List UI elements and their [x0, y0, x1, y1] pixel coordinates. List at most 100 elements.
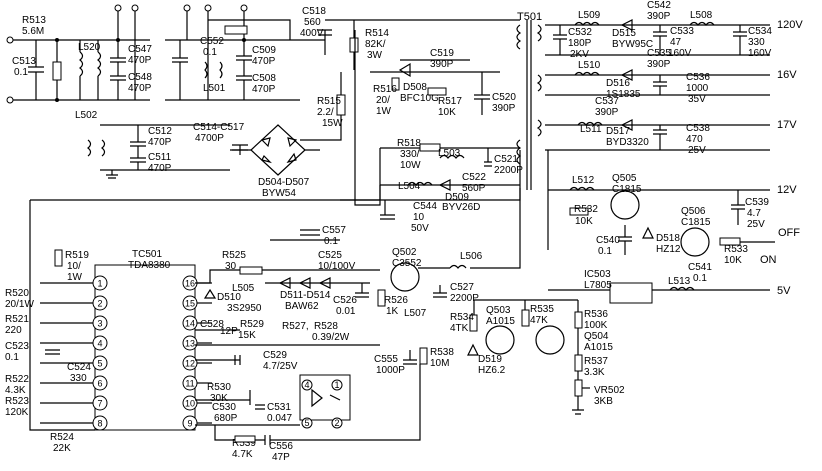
- label-c512: C512: [148, 126, 172, 137]
- label-c542: C542: [647, 0, 671, 11]
- power-r514: 3W: [367, 50, 383, 61]
- value-ic501: TDA8380: [128, 260, 171, 271]
- label-d515: D515: [612, 28, 636, 39]
- bridge-rectifier: [250, 124, 306, 176]
- opto-pin-2-number: 2: [334, 418, 339, 428]
- value-r530: 30K: [210, 393, 228, 404]
- label-c520: C520: [492, 92, 516, 103]
- power-r519: 1W: [67, 272, 83, 283]
- ic-pin-6-number: 6: [97, 379, 102, 389]
- label-c552: C552: [200, 36, 224, 47]
- terminal: [114, 4, 122, 12]
- label-l501: L501: [203, 83, 226, 94]
- value-c520: 390P: [492, 103, 516, 114]
- value-d518: HZ12: [656, 244, 681, 255]
- label-r539: R539: [232, 438, 256, 449]
- label-r520: R520: [5, 288, 29, 299]
- value-d510: 3S2950: [227, 303, 262, 314]
- label-r518: R518: [397, 138, 421, 149]
- ic-pin-15: [182, 295, 198, 311]
- value-c557: 0.1: [324, 236, 338, 247]
- label-d508: D508: [403, 82, 427, 93]
- value-r532: 10K: [575, 216, 593, 227]
- mains-terminal: [6, 36, 14, 44]
- capacitor-box: [224, 25, 248, 35]
- regulator-12v: L512 Q505 C1815 R532 10K C539 4.7 25V 12…: [547, 150, 800, 284]
- label-r534: R534: [450, 312, 474, 323]
- label-r516: R516: [373, 84, 397, 95]
- label-ic503: IC503: [584, 269, 611, 280]
- label-c530: C530: [212, 402, 236, 413]
- potentiometer-vr502: [574, 379, 583, 397]
- value-d509: BYV26D: [442, 202, 480, 213]
- label-r533: R533: [724, 244, 748, 255]
- value-c534: 330: [748, 37, 765, 48]
- ic-tc501-body: [94, 264, 196, 431]
- value-c519: 390P: [430, 59, 454, 70]
- label-c534: C534: [748, 26, 772, 37]
- label-c540: C540: [596, 235, 620, 246]
- label-c528: C528: [200, 319, 224, 330]
- voltage-c536: 35V: [688, 94, 706, 105]
- value-r513: 5.6M: [22, 26, 44, 37]
- label-r526: R526: [384, 295, 408, 306]
- value-c512: 470P: [148, 137, 172, 148]
- value-d508: BFC10G: [400, 93, 439, 104]
- label-c523: C523: [5, 341, 29, 352]
- label-c519: C519: [430, 48, 454, 59]
- value-c531: 0.047: [267, 413, 292, 424]
- label-r519: R519: [65, 250, 89, 261]
- resistor-r516: [391, 77, 400, 91]
- value-c556: 47P: [272, 452, 290, 463]
- ic-pin-11: [182, 375, 198, 391]
- label-r524: R524: [50, 432, 74, 443]
- value-r524: 22K: [53, 443, 71, 454]
- ic-pin-7: [92, 395, 108, 411]
- terminal: [183, 4, 191, 12]
- label-r523: R523: [5, 396, 29, 407]
- label-l513: L513: [668, 276, 691, 287]
- transistor-q505: [610, 190, 640, 220]
- label-q502: Q502: [392, 247, 417, 258]
- value-r521: 220: [5, 325, 22, 336]
- label-q503: Q503: [486, 305, 511, 316]
- label-r525: R525: [222, 250, 246, 261]
- value-c525: 10/100V: [318, 261, 356, 272]
- opto-pin-4-number: 4: [304, 380, 309, 390]
- label-l510: L510: [578, 60, 601, 71]
- power-r527: 0.39/2W: [312, 332, 350, 343]
- label-r535: R535: [530, 304, 554, 315]
- error-amplifier: C555 1000P R538 10M R534 4TK Q503 A1015 …: [374, 299, 625, 415]
- value-c533: 47: [670, 37, 682, 48]
- label-r513: R513: [22, 15, 46, 26]
- ic-pin-1: [92, 275, 108, 291]
- value-c536: 1000: [686, 83, 709, 94]
- label-c513: C513: [12, 56, 36, 67]
- value-c522: 560P: [462, 183, 486, 194]
- ic-pin-10: [182, 395, 198, 411]
- label-c548: C548: [128, 72, 152, 83]
- label-l504: L504: [398, 181, 421, 192]
- value-c508: 470P: [252, 84, 276, 95]
- label-c533: C533: [670, 26, 694, 37]
- value-r539: 4.7K: [232, 449, 253, 460]
- value-c535: 390P: [647, 59, 671, 70]
- resistor-r535: [521, 309, 530, 327]
- ic-pin-14: [182, 315, 198, 331]
- label-l520: L520: [78, 42, 101, 53]
- voltage-c544: 50V: [411, 223, 429, 234]
- snubber-network: C519 390P D508 BFC10G R517 10K C520 390P…: [370, 48, 516, 118]
- resistor-r526: [377, 289, 386, 307]
- value-r520: 20/1W: [5, 299, 34, 310]
- resistor-r519: [54, 249, 63, 267]
- ic-pin-12: [182, 355, 198, 371]
- power-r518: 10W: [400, 160, 421, 171]
- regulator-5v: IC503 L7805 L513 5V: [548, 269, 791, 304]
- ic-pin-13-number: 13: [185, 339, 195, 349]
- label-r517: R517: [438, 96, 462, 107]
- value-r523: 120K: [5, 407, 29, 418]
- label-c557: C557: [322, 225, 346, 236]
- label-r521: R521: [5, 314, 29, 325]
